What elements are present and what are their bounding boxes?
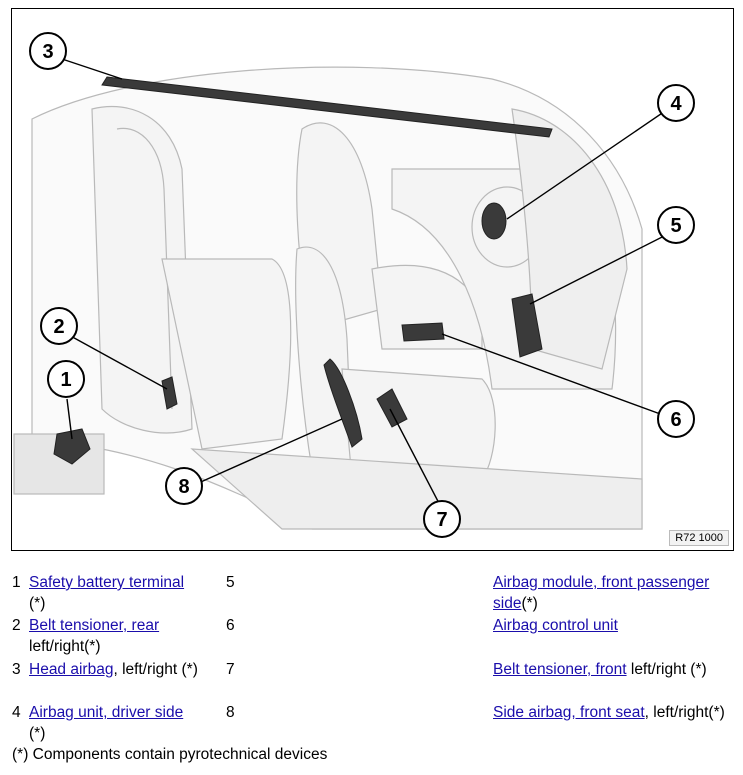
legend-number: 5: [226, 574, 235, 591]
legend-item-right: Airbag module, front passenger side(*): [493, 572, 733, 614]
legend-number: 7: [226, 661, 235, 678]
callout-7: 7: [436, 509, 447, 531]
link-airbag-module-front-passenger[interactable]: Airbag module, front passenger side: [493, 574, 710, 612]
callout-2: 2: [53, 316, 64, 338]
legend-number: 8: [226, 704, 235, 721]
legend-suffix: , left/right (*): [113, 661, 198, 678]
link-belt-tensioner-rear[interactable]: Belt tensioner, rear: [29, 617, 160, 634]
callout-3: 3: [42, 41, 53, 63]
legend-number: 3: [12, 661, 21, 678]
link-head-airbag[interactable]: Head airbag: [29, 661, 114, 678]
legend-suffix: left/right (*): [626, 661, 707, 678]
legend-suffix: (*): [29, 595, 46, 612]
link-belt-tensioner-front[interactable]: Belt tensioner, front: [493, 661, 627, 678]
figure-reference-code: R72 1000: [669, 530, 729, 546]
link-airbag-unit-driver-side[interactable]: Airbag unit, driver side: [29, 704, 184, 721]
link-airbag-control-unit[interactable]: Airbag control unit: [493, 617, 618, 634]
car-interior-illustration: 1 2 3 4 5 6 7 8: [13, 32, 695, 538]
callout-8: 8: [178, 476, 189, 498]
legend-item-left: Safety battery terminal (*): [29, 572, 219, 614]
callout-1: 1: [60, 369, 71, 391]
legend-item-left: Belt tensioner, rear left/right(*): [29, 615, 219, 657]
legend-item-right: Airbag control unit: [493, 615, 733, 636]
legend-number: 1: [12, 574, 21, 591]
legend-suffix: , left/right(*): [644, 704, 725, 721]
legend-number: 2: [12, 617, 21, 634]
callout-6: 6: [670, 409, 681, 431]
legend-suffix: left/right(*): [29, 638, 101, 655]
legend-suffix: (*): [29, 725, 46, 742]
legend-number: 4: [12, 704, 21, 721]
legend-item-left: Head airbag, left/right (*): [29, 659, 219, 680]
link-side-airbag-front-seat[interactable]: Side airbag, front seat: [493, 704, 645, 721]
callout-5: 5: [670, 215, 681, 237]
link-safety-battery-terminal[interactable]: Safety battery terminal: [29, 574, 185, 591]
callout-4: 4: [670, 93, 682, 115]
legend-suffix: (*): [521, 595, 538, 612]
legend-item-right: Belt tensioner, front left/right (*): [493, 659, 733, 680]
component-diagram: 1 2 3 4 5 6 7 8 R72 1000: [11, 8, 734, 551]
legend-item-left: Airbag unit, driver side (*): [29, 702, 219, 744]
legend-number: 6: [226, 617, 235, 634]
pyrotechnic-note: (*) Components contain pyrotechnical dev…: [12, 746, 328, 763]
legend-item-right: Side airbag, front seat, left/right(*): [493, 702, 733, 723]
